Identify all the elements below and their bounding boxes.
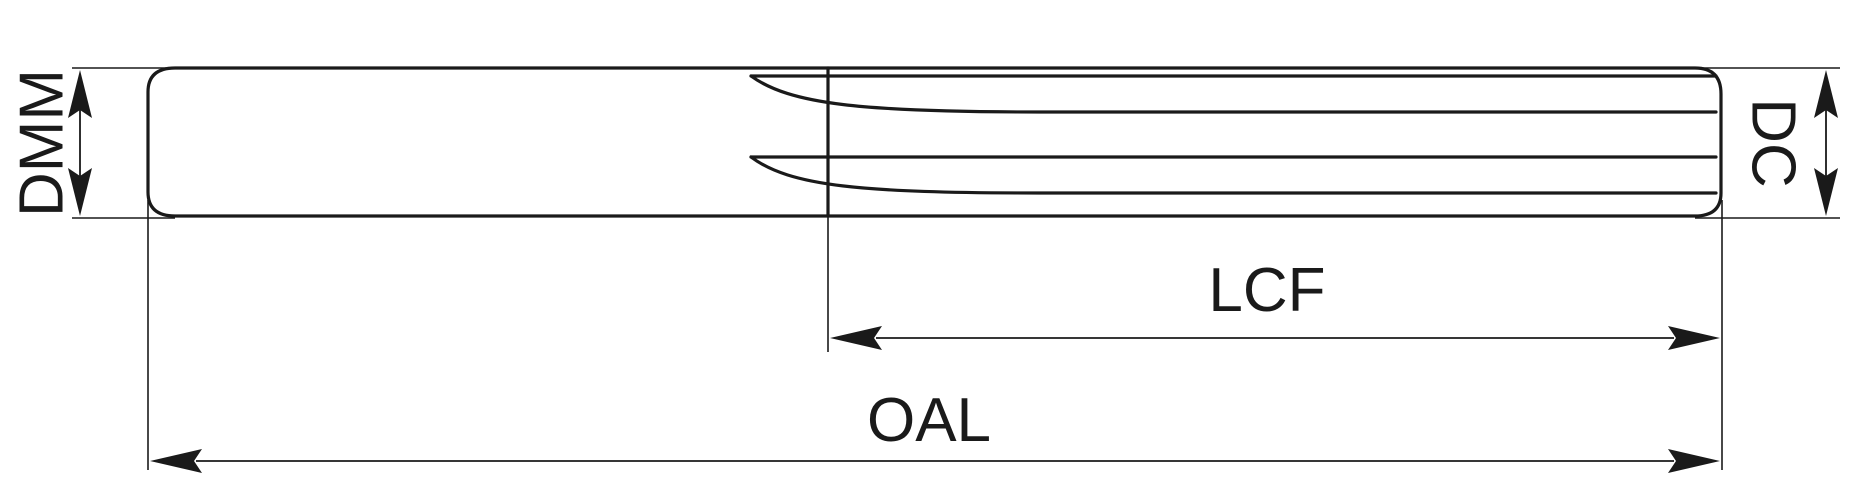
lcf-label: LCF	[1208, 256, 1325, 325]
dc-arrow-bottom	[1814, 168, 1838, 216]
lcf-dimension	[830, 326, 1720, 350]
lcf-arrow-left	[830, 326, 882, 350]
oal-label: OAL	[867, 386, 991, 455]
lower-flute	[749, 155, 1718, 195]
upper-flute	[749, 74, 1718, 114]
dc-arrow-top	[1814, 70, 1838, 118]
lcf-arrow-right	[1668, 326, 1720, 350]
dmm-arrow-top	[68, 70, 92, 118]
dmm-arrow-bottom	[68, 168, 92, 216]
oal-arrow-right	[1668, 449, 1720, 473]
dmm-label: DMM	[8, 69, 77, 217]
oal-dimension	[150, 449, 1720, 473]
oal-arrow-left	[150, 449, 202, 473]
dc-label: DC	[1739, 98, 1808, 188]
dmm-dimension	[68, 70, 92, 216]
tool-body-outline	[146, 66, 1723, 218]
dc-dimension	[1814, 70, 1838, 216]
